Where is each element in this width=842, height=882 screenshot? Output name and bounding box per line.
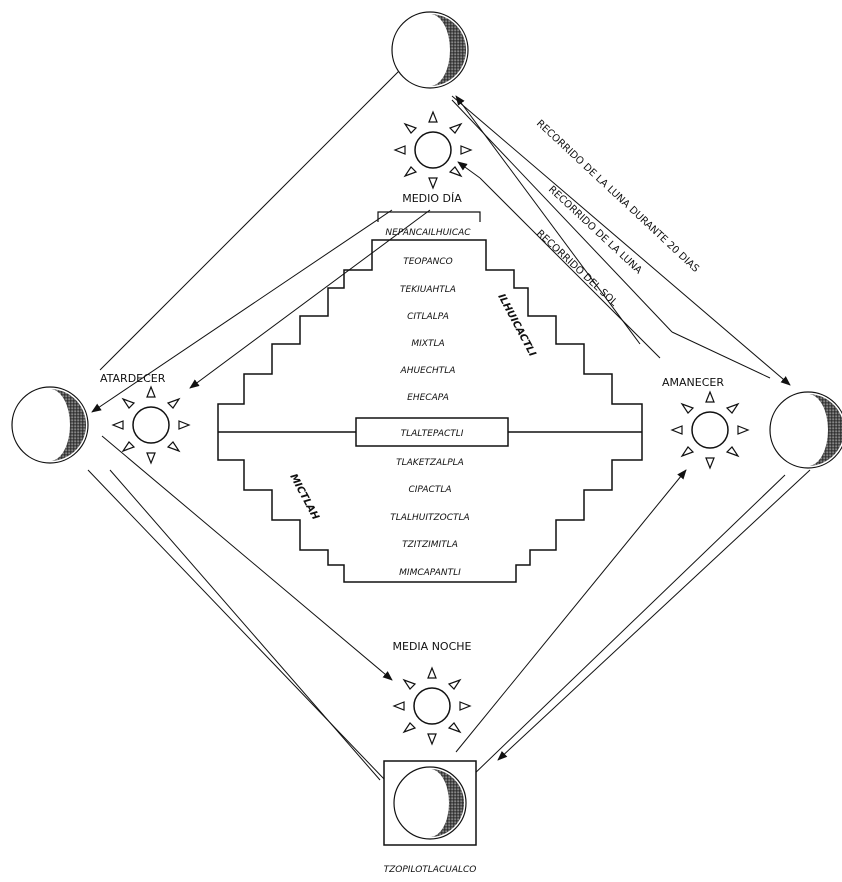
- sunset-to-midnight-line: [101, 435, 393, 681]
- moon-top: [391, 11, 469, 89]
- noon-to-left-moon-line: [91, 209, 393, 413]
- center-box: [355, 417, 509, 447]
- upper-level: AHUECHTLA: [400, 366, 456, 376]
- moon-path-extend-line: [671, 331, 771, 379]
- lower-levels: TLAKETZALPLA CIPACTLA TLALHUITZOCTLA TZI…: [390, 458, 469, 578]
- midnight-to-sunrise-line: [455, 469, 687, 753]
- upper-levels: NEPANCAILHUICAC TEOPANCO TEKIUAHTLA CITL…: [385, 228, 471, 403]
- moon-20-days-path-line: [451, 95, 791, 386]
- sun-path-line: [479, 177, 661, 359]
- upper-level: NEPANCAILHUICAC: [385, 228, 471, 238]
- lower-level: CIPACTLA: [408, 485, 451, 495]
- lower-level: MIMCAPANTLI: [399, 568, 461, 578]
- moon-arrow-to-top: [455, 95, 641, 345]
- upper-level: CITLALPA: [407, 312, 449, 322]
- label-midnight: MEDIA NOCHE: [393, 640, 472, 653]
- lower-level: TLAKETZALPLA: [396, 458, 464, 468]
- upper-pyramid-outline: [217, 239, 643, 432]
- upper-level: MIXTLA: [411, 339, 444, 349]
- bottom-to-left-line: [87, 469, 386, 781]
- right-to-bottom-line: [497, 469, 811, 761]
- moon-path-line: [451, 99, 673, 333]
- right-to-bottom-inner-line: [469, 474, 786, 779]
- noon-bracket: [377, 211, 481, 222]
- left-to-top-line: [99, 69, 401, 371]
- lower-pyramid-outline: [217, 432, 643, 583]
- label-upper-realm: ILHUICACTLI: [495, 292, 537, 359]
- label-lower-realm: MICTLAH: [287, 472, 321, 522]
- label-bottom: TZOPILOTLACUALCO: [384, 865, 477, 875]
- label-sunset: ATARDECER: [100, 372, 166, 385]
- moon-right: [769, 391, 842, 469]
- upper-level: TEOPANCO: [403, 257, 453, 267]
- stepped-pyramid: [217, 211, 643, 583]
- sun-sunrise: [670, 390, 750, 470]
- label-noon: MEDIO DÍA: [402, 192, 462, 205]
- sun-sunset: [111, 385, 191, 465]
- label-sunrise: AMANECER: [662, 376, 724, 389]
- sun-midnight: [392, 666, 472, 746]
- moon-left: [11, 386, 89, 464]
- moon-bottom: [383, 760, 477, 846]
- center-level: TLALTEPACTLI: [401, 429, 464, 439]
- lower-level: TLALHUITZOCTLA: [390, 513, 469, 523]
- upper-level: TEKIUAHTLA: [400, 285, 456, 295]
- label-moon-path: RECORRIDO DE LA LUNA: [546, 184, 644, 276]
- sun-arrow-to-noon: [457, 161, 481, 179]
- lower-level: TZITZIMITLA: [402, 540, 458, 550]
- upper-level: EHECAPA: [407, 393, 449, 403]
- sun-noon: [393, 110, 473, 190]
- bottom-left-outer-line: [109, 469, 381, 781]
